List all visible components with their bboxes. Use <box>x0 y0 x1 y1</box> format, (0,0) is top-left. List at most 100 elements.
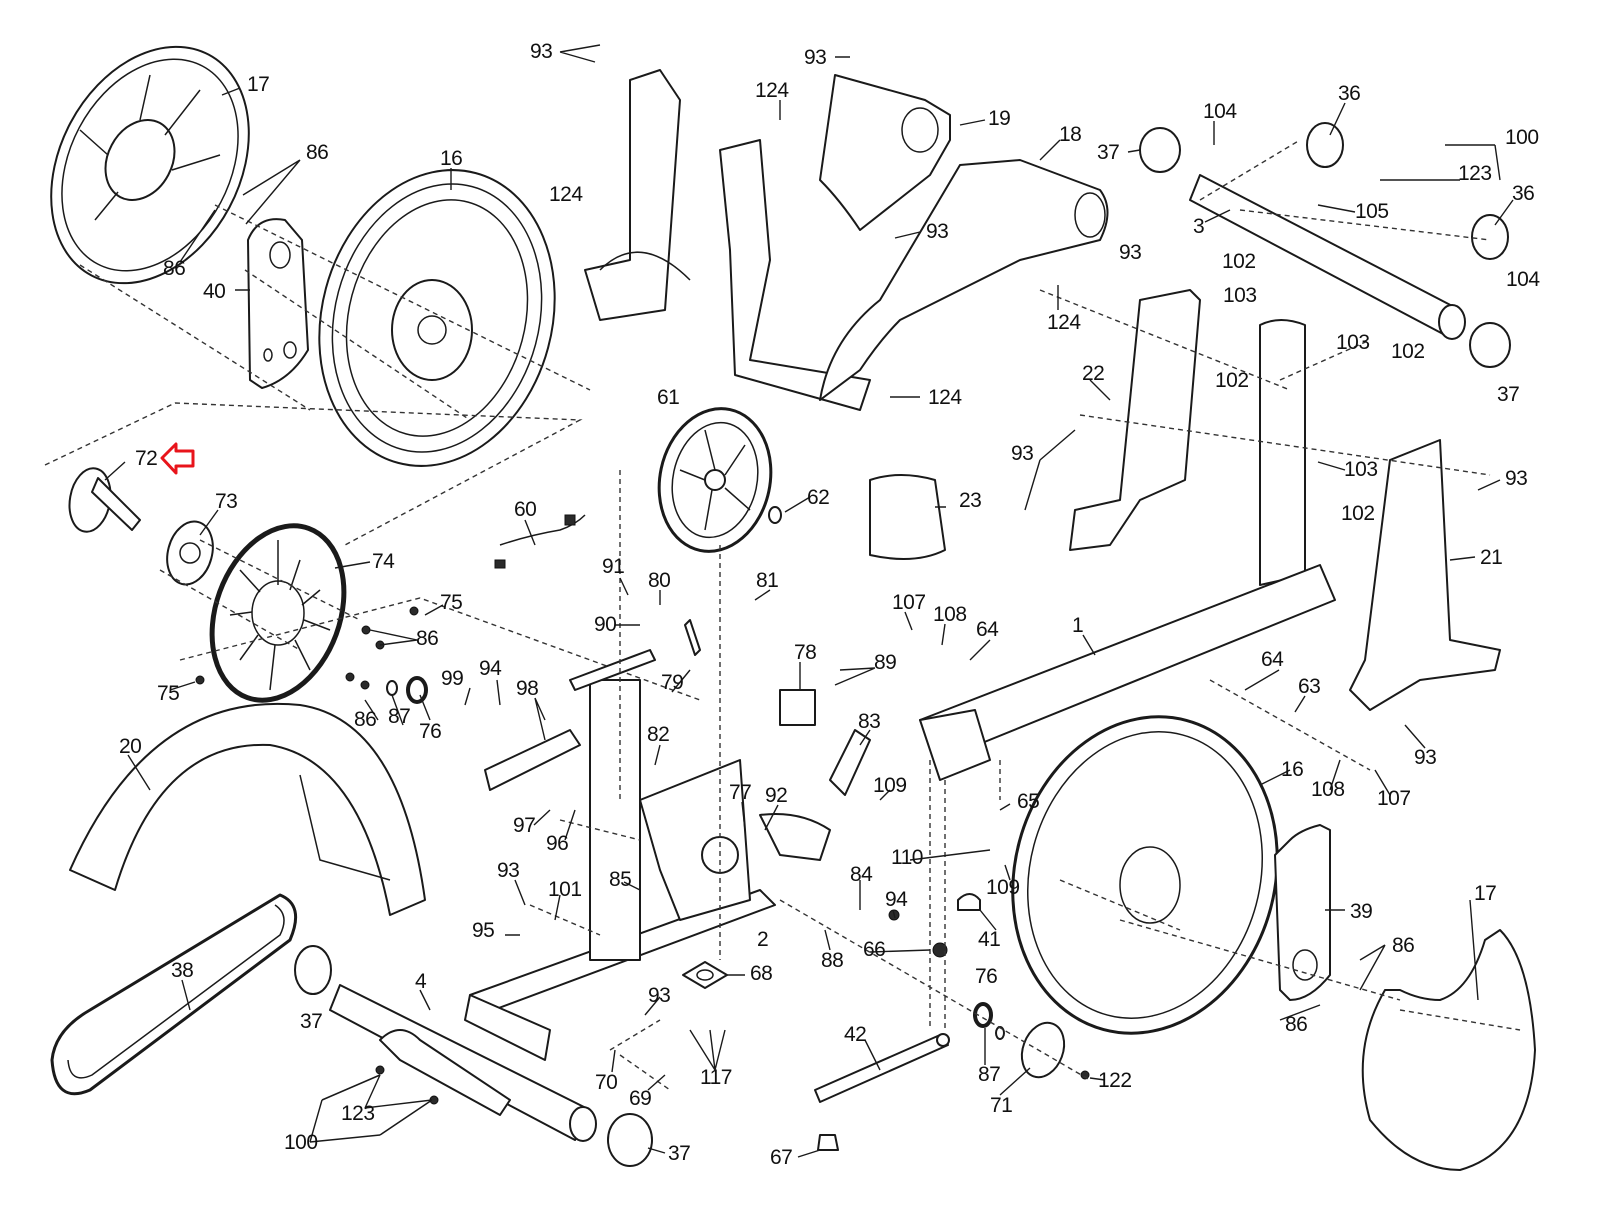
part-label-60: 60 <box>514 498 537 521</box>
part-label-74: 74 <box>372 550 395 573</box>
part-2-main-frame <box>464 649 831 1061</box>
part-19-front-shroud <box>719 74 951 411</box>
part-label-82: 82 <box>647 723 670 746</box>
part-3-front-stabilizer <box>1189 122 1509 340</box>
part-label-95: 95 <box>472 919 495 942</box>
part-label-93: 93 <box>497 859 520 882</box>
part-label-101: 101 <box>548 878 582 901</box>
part-38-belt <box>50 893 298 1096</box>
part-label-108: 108 <box>1311 778 1345 801</box>
part-label-20: 20 <box>119 735 142 758</box>
part-label-37: 37 <box>668 1142 691 1165</box>
part-label-93: 93 <box>648 984 671 1007</box>
part-18-rear-shroud <box>819 159 1109 401</box>
part-78-83-brackets <box>684 619 871 796</box>
part-label-107: 107 <box>1377 787 1411 810</box>
assembly-guide-lines <box>79 139 1521 1091</box>
part-label-39: 39 <box>1350 900 1373 923</box>
part-39-bracket-plate <box>1274 824 1331 1001</box>
part-label-80: 80 <box>648 569 671 592</box>
part-label-37: 37 <box>300 1010 323 1033</box>
part-16-lower-shroud <box>1011 715 1279 1035</box>
part-label-72: 72 <box>135 447 158 470</box>
part-label-86: 86 <box>1285 1013 1308 1036</box>
part-label-65: 65 <box>1017 790 1040 813</box>
part-label-18: 18 <box>1059 123 1082 146</box>
part-label-98: 98 <box>516 677 539 700</box>
part-label-23: 23 <box>959 489 982 512</box>
part-label-36: 36 <box>1338 82 1361 105</box>
part-label-90: 90 <box>594 613 617 636</box>
part-label-61: 61 <box>657 386 680 409</box>
part-label-66: 66 <box>863 938 886 961</box>
part-label-84: 84 <box>850 863 873 886</box>
part-label-91: 91 <box>602 555 625 578</box>
part-label-76: 76 <box>419 720 442 743</box>
part-label-68: 68 <box>750 962 773 985</box>
part-label-76: 76 <box>975 965 998 988</box>
part-label-17: 17 <box>247 73 270 96</box>
part-label-37: 37 <box>1097 141 1120 164</box>
part-37-end-caps <box>294 127 1511 1167</box>
part-74-pulley <box>209 523 347 703</box>
part-label-103: 103 <box>1223 284 1257 307</box>
part-68-117-plate <box>682 961 728 989</box>
part-label-73: 73 <box>215 490 238 513</box>
part-label-124: 124 <box>928 386 962 409</box>
part-label-75: 75 <box>157 682 180 705</box>
part-label-64: 64 <box>976 618 999 641</box>
part-label-107: 107 <box>892 591 926 614</box>
part-label-75: 75 <box>440 591 463 614</box>
part-label-93: 93 <box>804 46 827 69</box>
part-label-40: 40 <box>203 280 226 303</box>
part-100-123-bolts <box>321 1065 439 1136</box>
part-label-83: 83 <box>858 710 881 733</box>
part-label-97: 97 <box>513 814 536 837</box>
part-label-38: 38 <box>171 959 194 982</box>
part-72-axle <box>68 467 141 533</box>
part-23-cup-holder <box>869 474 946 560</box>
pulley-hardware <box>195 606 428 704</box>
part-label-19: 19 <box>988 107 1011 130</box>
part-label-67: 67 <box>770 1146 793 1169</box>
part-label-86: 86 <box>416 627 439 650</box>
part-label-36: 36 <box>1512 182 1535 205</box>
part-73-hub <box>166 520 214 586</box>
part-61-wheel <box>657 407 782 553</box>
part-label-122: 122 <box>1098 1069 1132 1092</box>
assembly-guide-upper <box>44 402 583 546</box>
part-label-17: 17 <box>1474 882 1497 905</box>
part-label-86: 86 <box>354 708 377 731</box>
part-label-85: 85 <box>609 868 632 891</box>
part-label-69: 69 <box>629 1087 652 1110</box>
part-label-103: 103 <box>1336 331 1370 354</box>
part-label-124: 124 <box>755 79 789 102</box>
part-label-100: 100 <box>1505 126 1539 149</box>
part-label-109: 109 <box>986 876 1020 899</box>
assembly-guide-pulley <box>159 539 701 701</box>
part-label-94: 94 <box>885 888 908 911</box>
part-label-94: 94 <box>479 657 502 680</box>
part-label-87: 87 <box>978 1063 1001 1086</box>
part-label-117: 117 <box>700 1066 732 1089</box>
part-label-88: 88 <box>821 949 844 972</box>
part-label-93: 93 <box>1011 442 1034 465</box>
part-label-42: 42 <box>844 1023 867 1046</box>
part-label-124: 124 <box>1047 311 1081 334</box>
part-16-upper-shroud <box>318 169 556 467</box>
part-label-100: 100 <box>284 1131 318 1154</box>
part-17-right-shroud <box>1361 929 1536 1171</box>
part-label-86: 86 <box>163 257 186 280</box>
part-label-3: 3 <box>1193 215 1205 238</box>
part-label-81: 81 <box>756 569 779 592</box>
part-40-bracket-plate <box>247 218 309 389</box>
part-label-93: 93 <box>926 220 949 243</box>
part-label-102: 102 <box>1341 502 1375 525</box>
part-label-4: 4 <box>415 970 427 993</box>
label-leader-lines <box>104 44 1514 1158</box>
part-4-rear-stabilizer <box>329 984 597 1142</box>
part-label-92: 92 <box>765 784 788 807</box>
part-20-chain-guard <box>69 702 426 916</box>
part-shroud-left-upright <box>584 69 691 321</box>
